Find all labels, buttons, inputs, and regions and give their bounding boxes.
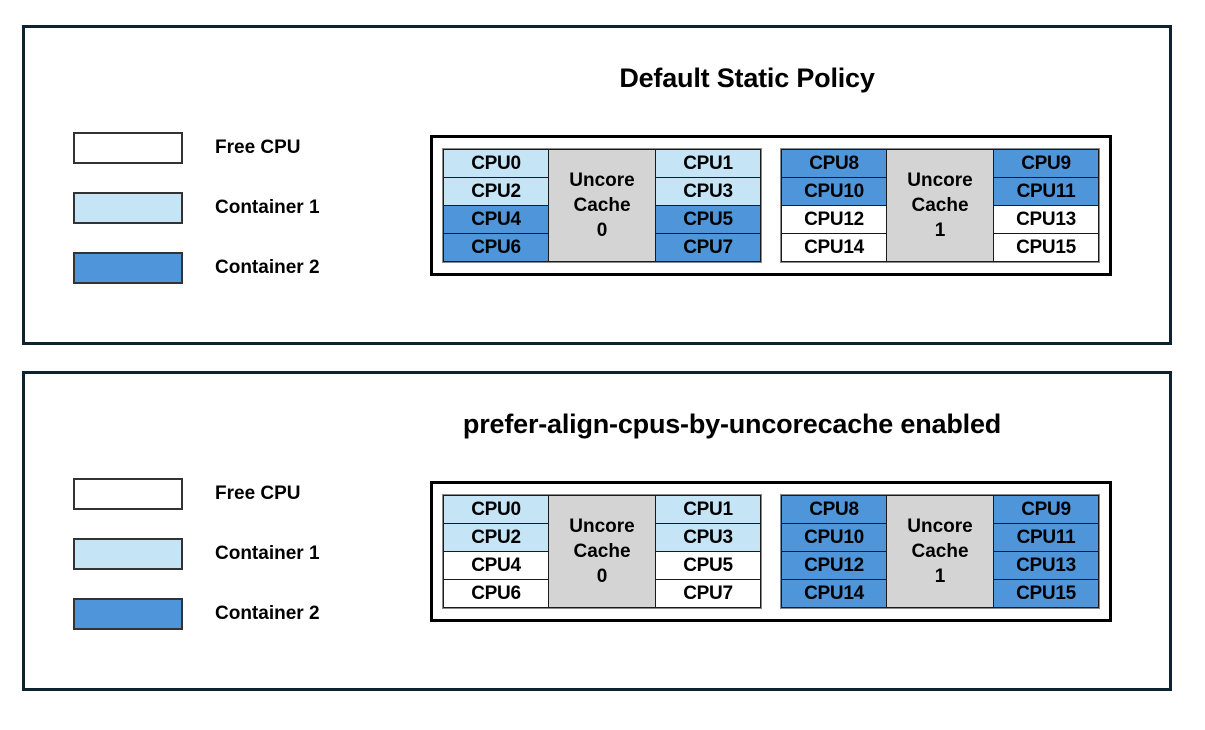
uncore-cache-label-line-1: Uncore — [907, 169, 973, 191]
legend-label-container-1: Container 1 — [215, 543, 320, 564]
cpu-column-left-1: CPU8 CPU10 CPU12 CPU14 — [781, 495, 887, 608]
cpu-cell: CPU5 — [655, 551, 761, 580]
cpu-cell: CPU15 — [993, 233, 1099, 262]
uncore-cache-label-line-2: Cache — [911, 540, 969, 562]
cpu-column-right-1: CPU9 CPU11 CPU13 CPU15 — [993, 495, 1099, 608]
uncore-cache-label-line-2: Cache — [573, 194, 631, 216]
cpu-cell: CPU0 — [443, 495, 549, 524]
cpu-cell: CPU2 — [443, 177, 549, 206]
panel-default-static-policy: Default Static Policy Free CPU Container… — [22, 25, 1172, 345]
cpu-cell: CPU2 — [443, 523, 549, 552]
legend-item-container-1: Container 1 — [73, 178, 320, 238]
cpu-cell: CPU12 — [781, 551, 887, 580]
cpu-column-left-0: CPU0 CPU2 CPU4 CPU6 — [443, 495, 549, 608]
cpu-cell: CPU1 — [655, 495, 761, 524]
cpu-cell: CPU9 — [993, 495, 1099, 524]
legend-item-container-2: Container 2 — [73, 238, 320, 298]
cpu-cell: CPU10 — [781, 523, 887, 552]
uncore-cache-label-line-3: 1 — [934, 566, 946, 588]
cpu-cell: CPU15 — [993, 579, 1099, 608]
legend-swatch-container-2 — [73, 598, 183, 630]
cpu-cell: CPU0 — [443, 149, 549, 178]
cpu-column-right-1: CPU9 CPU11 CPU13 CPU15 — [993, 149, 1099, 262]
legend-swatch-free-cpu — [73, 478, 183, 510]
legend: Free CPU Container 1 Container 2 — [73, 118, 320, 298]
legend-swatch-container-1 — [73, 192, 183, 224]
legend-swatch-container-2 — [73, 252, 183, 284]
cpu-cell: CPU13 — [993, 205, 1099, 234]
legend-item-free-cpu: Free CPU — [73, 118, 320, 178]
cpu-cell: CPU5 — [655, 205, 761, 234]
cpu-cell: CPU13 — [993, 551, 1099, 580]
legend-item-container-2: Container 2 — [73, 584, 320, 644]
legend-swatch-container-1 — [73, 538, 183, 570]
cpu-cell: CPU4 — [443, 551, 549, 580]
legend-label-free-cpu: Free CPU — [215, 137, 301, 158]
legend-item-free-cpu: Free CPU — [73, 464, 320, 524]
cpu-cell: CPU11 — [993, 177, 1099, 206]
cpu-cell: CPU8 — [781, 495, 887, 524]
cpu-column-right-0: CPU1 CPU3 CPU5 CPU7 — [655, 495, 761, 608]
cpu-cell: CPU12 — [781, 205, 887, 234]
uncore-cache-label-line-1: Uncore — [907, 515, 973, 537]
cpu-cell: CPU11 — [993, 523, 1099, 552]
panel-title: Default Static Policy — [619, 63, 875, 93]
uncore-cache-label-line-2: Cache — [573, 540, 631, 562]
cpu-cell: CPU7 — [655, 233, 761, 262]
legend-item-container-1: Container 1 — [73, 524, 320, 584]
legend-label-free-cpu: Free CPU — [215, 483, 301, 504]
cpu-cell: CPU14 — [781, 579, 887, 608]
cpu-topology-table: CPU0 CPU2 CPU4 CPU6 Uncore Cache 0 CPU1 … — [430, 481, 1112, 622]
cpu-column-right-0: CPU1 CPU3 CPU5 CPU7 — [655, 149, 761, 262]
cpu-cell: CPU3 — [655, 177, 761, 206]
cache-group-1: CPU8 CPU10 CPU12 CPU14 Uncore Cache 1 CP… — [780, 148, 1100, 263]
cpu-topology-table: CPU0 CPU2 CPU4 CPU6 Uncore Cache 0 CPU1 … — [430, 135, 1112, 276]
legend-label-container-2: Container 2 — [215, 603, 320, 624]
legend-label-container-2: Container 2 — [215, 257, 320, 278]
cpu-cell: CPU6 — [443, 233, 549, 262]
legend-label-container-1: Container 1 — [215, 197, 320, 218]
uncore-cache-label-line-3: 0 — [596, 220, 608, 242]
uncore-cache-cell-1: Uncore Cache 1 — [886, 149, 994, 262]
cpu-cell: CPU8 — [781, 149, 887, 178]
uncore-cache-label-line-3: 1 — [934, 220, 946, 242]
legend: Free CPU Container 1 Container 2 — [73, 464, 320, 644]
cache-group-0: CPU0 CPU2 CPU4 CPU6 Uncore Cache 0 CPU1 … — [442, 494, 762, 609]
uncore-cache-cell-0: Uncore Cache 0 — [548, 495, 656, 608]
cpu-cell: CPU7 — [655, 579, 761, 608]
cpu-column-left-0: CPU0 CPU2 CPU4 CPU6 — [443, 149, 549, 262]
cpu-cell: CPU10 — [781, 177, 887, 206]
uncore-cache-cell-1: Uncore Cache 1 — [886, 495, 994, 608]
cpu-cell: CPU4 — [443, 205, 549, 234]
cache-group-1: CPU8 CPU10 CPU12 CPU14 Uncore Cache 1 CP… — [780, 494, 1100, 609]
cpu-cell: CPU9 — [993, 149, 1099, 178]
uncore-cache-label-line-1: Uncore — [569, 169, 635, 191]
cpu-cell: CPU6 — [443, 579, 549, 608]
cpu-cell: CPU14 — [781, 233, 887, 262]
uncore-cache-cell-0: Uncore Cache 0 — [548, 149, 656, 262]
uncore-cache-label-line-1: Uncore — [569, 515, 635, 537]
panel-prefer-align-cpus-by-uncorecache: prefer-align-cpus-by-uncorecache enabled… — [22, 371, 1172, 691]
uncore-cache-label-line-3: 0 — [596, 566, 608, 588]
cache-group-0: CPU0 CPU2 CPU4 CPU6 Uncore Cache 0 CPU1 … — [442, 148, 762, 263]
panel-title: prefer-align-cpus-by-uncorecache enabled — [462, 409, 1002, 439]
legend-swatch-free-cpu — [73, 132, 183, 164]
cpu-cell: CPU1 — [655, 149, 761, 178]
cpu-cell: CPU3 — [655, 523, 761, 552]
cpu-column-left-1: CPU8 CPU10 CPU12 CPU14 — [781, 149, 887, 262]
uncore-cache-label-line-2: Cache — [911, 194, 969, 216]
